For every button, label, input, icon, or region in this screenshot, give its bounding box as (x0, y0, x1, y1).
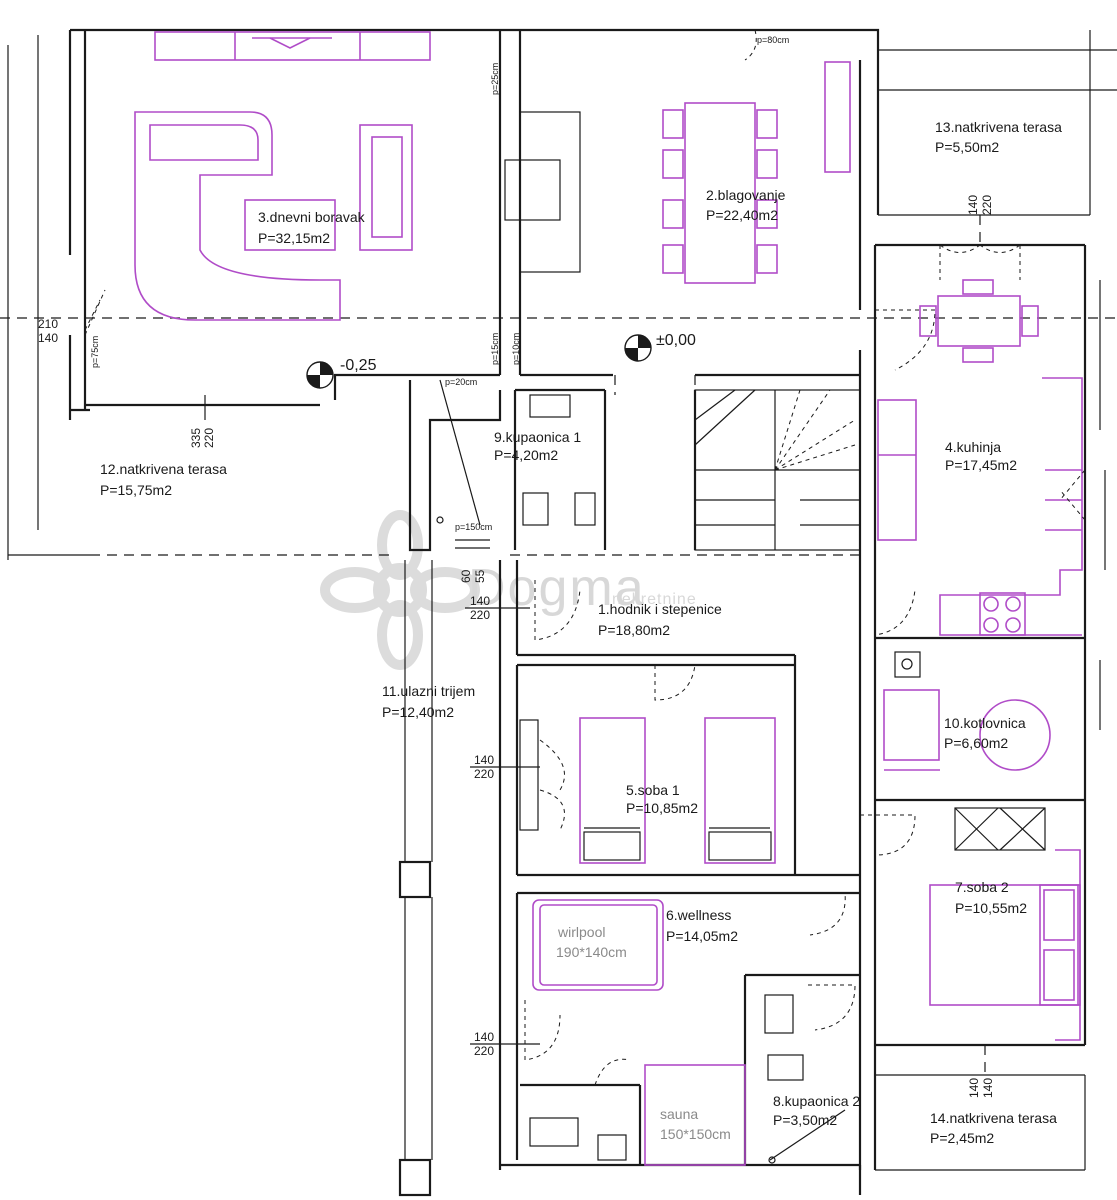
room-12-area: P=15,75m2 (100, 482, 172, 498)
room-2-name: 2.blagovanje (706, 187, 786, 203)
sauna-label: sauna (660, 1106, 698, 1122)
room-3-name: 3.dnevni boravak (258, 209, 366, 225)
watermark-brand: Dogma (468, 559, 646, 617)
room-11-name: 11.ulazni trijem (382, 683, 475, 699)
opening-terrace13-a: 140 (966, 195, 980, 215)
opening-terrace13-b: 220 (980, 195, 994, 215)
level-marker-main: ±0,00 (624, 332, 696, 362)
opening-soba1-b: 220 (474, 767, 494, 781)
sill-p75: p=75cm (90, 336, 100, 368)
room-14-name: 14.natkrivena terasa (930, 1110, 1057, 1126)
whirlpool-label: wirlpool (557, 924, 605, 940)
staircase (694, 389, 861, 551)
room-13-name: 13.natkrivena terasa (935, 119, 1062, 135)
watermark: Dogma nekretnine (320, 510, 697, 670)
room-14-area: P=2,45m2 (930, 1130, 994, 1146)
opening-hall-b: 220 (470, 608, 490, 622)
room-4-name: 4.kuhinja (945, 439, 1001, 455)
sill-p15: p=15cm (490, 333, 500, 365)
room-11-area: P=12,40m2 (382, 704, 454, 720)
room-10-area: P=6,60m2 (944, 735, 1008, 751)
opening-dimensions: 210 140 335 220 140 220 60 55 140 220 14… (38, 195, 995, 1098)
opening-wellness-a: 140 (474, 1030, 494, 1044)
room-9-name: 9.kupaonica 1 (494, 429, 581, 445)
furniture-labels: wirlpool 190*140cm sauna 150*150cm (556, 924, 731, 1142)
opening-220: 220 (202, 428, 216, 448)
room-1-area: P=18,80m2 (598, 622, 670, 638)
room-6-area: P=14,05m2 (666, 928, 738, 944)
opening-terrace14: 140 140 (967, 1078, 995, 1098)
room-3-area: P=32,15m2 (258, 230, 330, 246)
room-2-area: P=22,40m2 (706, 207, 778, 223)
room-5-area: P=10,85m2 (626, 800, 698, 816)
opening-terrace14-b: 140 (981, 1078, 995, 1098)
whirlpool-size: 190*140cm (556, 944, 627, 960)
opening-60: 60 (459, 569, 473, 583)
watermark-tagline: nekretnine (612, 591, 697, 608)
opening-55: 55 (473, 569, 487, 583)
room-5-name: 5.soba 1 (626, 782, 680, 798)
sill-p150: p=150cm (455, 522, 492, 532)
room-9-area: P=4,20m2 (494, 447, 558, 463)
sill-p20: p=20cm (445, 377, 477, 387)
room-8-name: 8.kupaonica 2 (773, 1093, 860, 1109)
level-marker-living: -0,25 (306, 357, 377, 389)
room-8-area: P=3,50m2 (773, 1112, 837, 1128)
opening-terrace13: 140 220 (966, 195, 994, 215)
sill-p25: p=25cm (490, 63, 500, 95)
opening-60-55: 60 55 (459, 569, 487, 583)
doors (84, 29, 1086, 1164)
opening-terrace14-a: 140 (967, 1078, 981, 1098)
furniture (134, 31, 1083, 1166)
room-12-name: 12.natkrivena terasa (100, 461, 227, 477)
opening-soba1-a: 140 (474, 753, 494, 767)
sauna-size: 150*150cm (660, 1126, 731, 1142)
opening-140: 140 (38, 331, 58, 345)
opening-hall-a: 140 (470, 594, 490, 608)
sill-notes: p=80cm p=25cm p=75cm p=15cm p=10cm p=20c… (90, 35, 789, 532)
walls (7, 28, 1117, 1197)
opening-335: 335 (189, 428, 203, 448)
watermark-flower-icon (320, 510, 480, 670)
opening-335-220: 335 220 (189, 428, 216, 448)
sill-p80: p=80cm (757, 35, 789, 45)
room-10-name: 10.kotlovnica (944, 715, 1026, 731)
opening-210: 210 (38, 317, 58, 331)
room-7-name: 7.soba 2 (955, 879, 1009, 895)
room-13-area: P=5,50m2 (935, 139, 999, 155)
sill-p10: p=10cm (511, 333, 521, 365)
room-4-area: P=17,45m2 (945, 457, 1017, 473)
dashed-lines (0, 215, 1117, 1075)
level-living: -0,25 (340, 357, 377, 374)
opening-wellness-b: 220 (474, 1044, 494, 1058)
room-labels: 1.hodnik i stepenice P=18,80m2 2.blagova… (100, 119, 1062, 1146)
room-7-area: P=10,55m2 (955, 900, 1027, 916)
room-6-name: 6.wellness (666, 907, 731, 923)
room-1-name: 1.hodnik i stepenice (598, 601, 722, 617)
level-main: ±0,00 (656, 332, 696, 349)
